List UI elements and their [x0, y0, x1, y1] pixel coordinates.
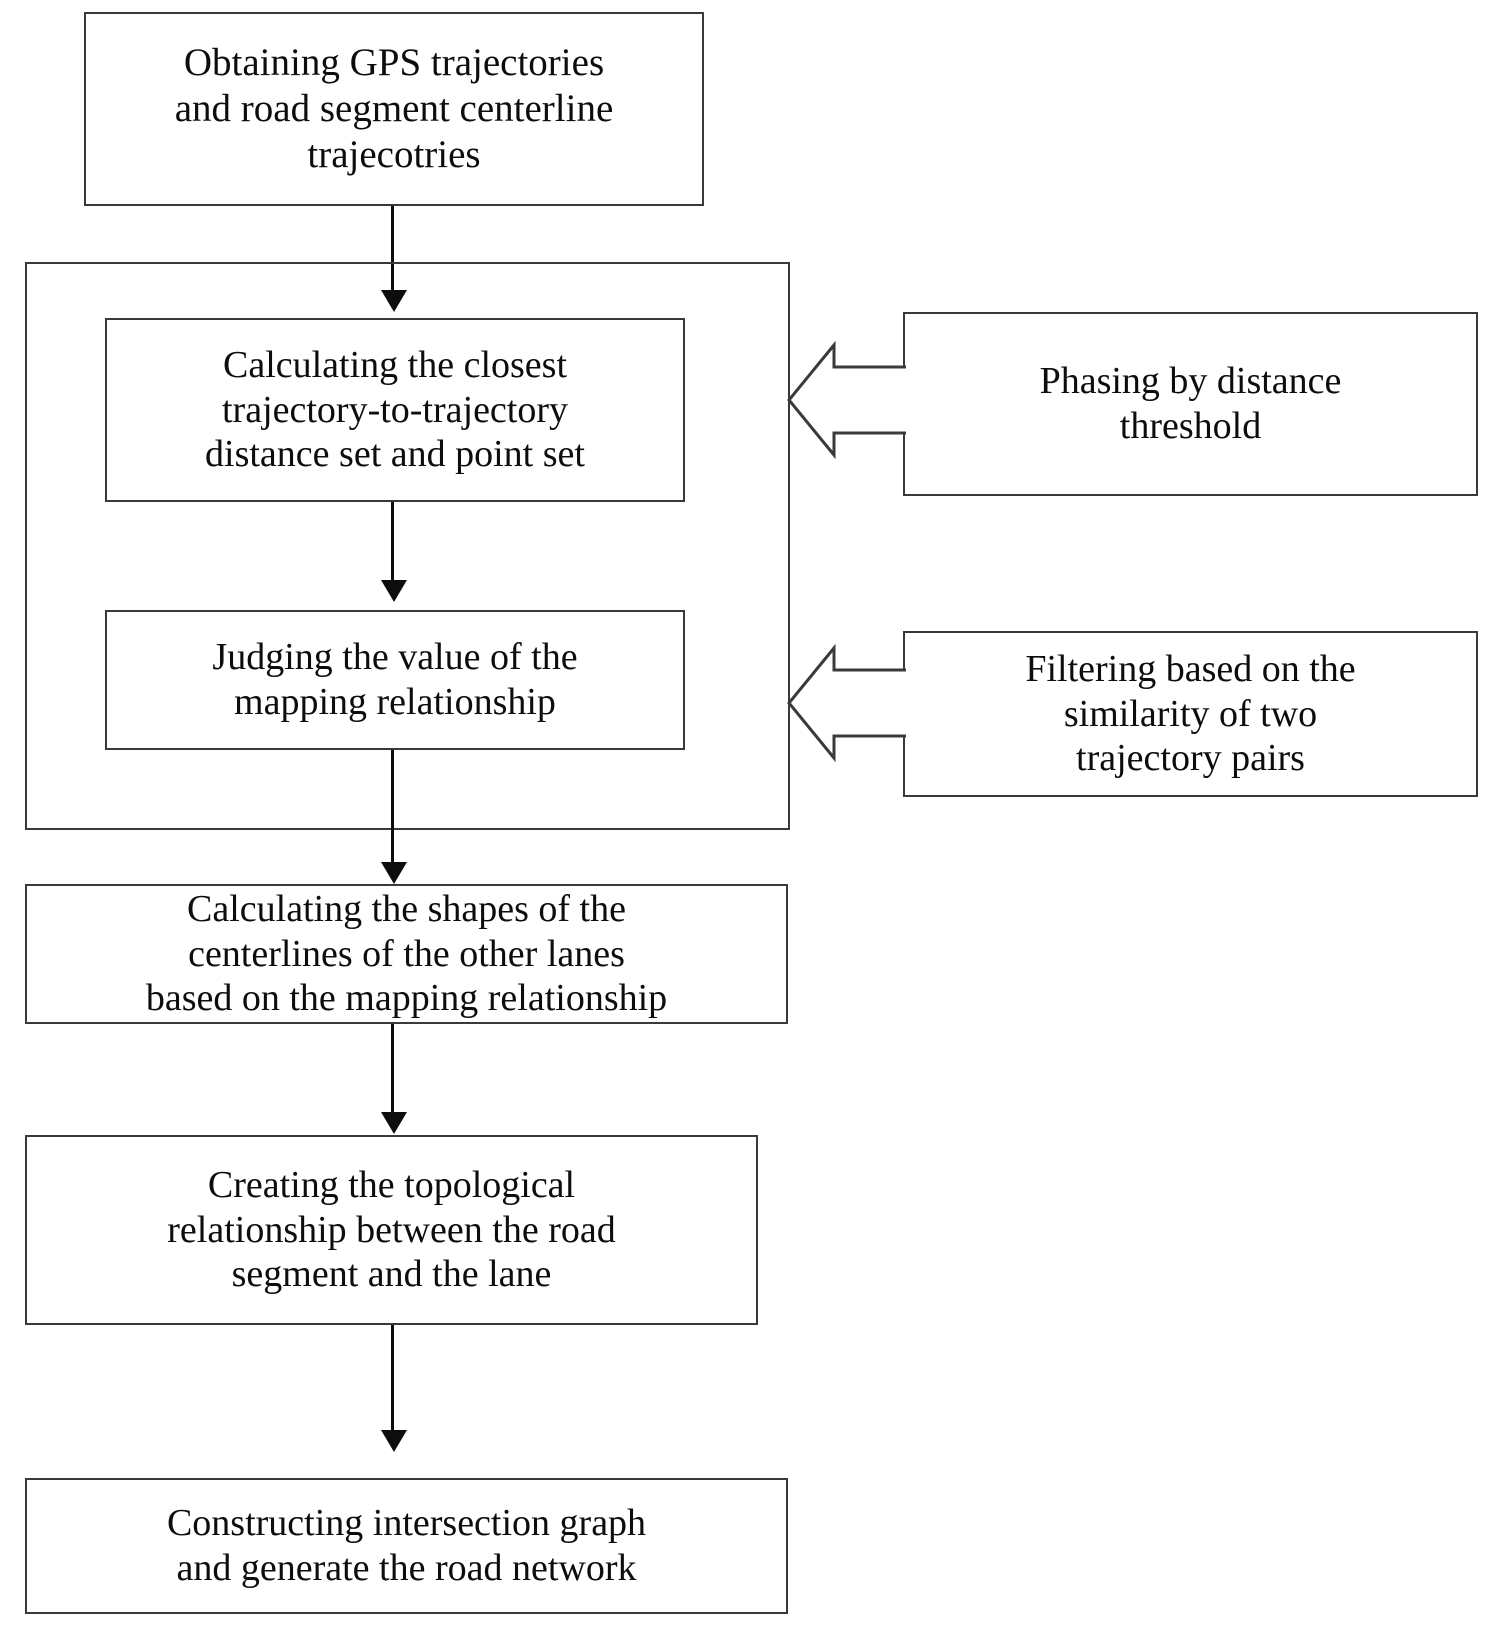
connector-line-judge-to-centerlines [391, 750, 394, 864]
node-create-topology-label: Creating the topological relationship be… [167, 1163, 616, 1296]
arrow-judge-to-centerlines [381, 862, 407, 884]
connector-line-closest-to-judge [391, 502, 394, 590]
arrow-obtain-to-closest [381, 290, 407, 312]
node-obtain-data-label: Obtaining GPS trajectories and road segm… [174, 40, 614, 176]
block-arrow-filtering [786, 643, 906, 763]
node-obtain-data: Obtaining GPS trajectories and road segm… [84, 12, 704, 206]
block-arrow-phasing [786, 340, 906, 460]
arrow-centerlines-to-topology [381, 1112, 407, 1134]
node-calc-centerlines-label: Calculating the shapes of the centerline… [145, 887, 668, 1020]
node-judge-mapping-label: Judging the value of the mapping relatio… [212, 636, 578, 723]
node-construct-network-label: Constructing intersection graph and gene… [166, 1502, 647, 1589]
node-filtering-similarity: Filtering based on the similarity of two… [903, 631, 1478, 797]
node-calc-centerlines: Calculating the shapes of the centerline… [25, 884, 788, 1024]
group-container-mapping-stage [25, 262, 790, 830]
node-phasing-threshold-label: Phasing by distance threshold [1039, 360, 1342, 447]
connector-line-topology-to-network [391, 1325, 394, 1437]
node-phasing-threshold: Phasing by distance threshold [903, 312, 1478, 496]
node-closest-distance: Calculating the closest trajectory-to-tr… [105, 318, 685, 502]
node-judge-mapping: Judging the value of the mapping relatio… [105, 610, 685, 750]
node-closest-distance-label: Calculating the closest trajectory-to-tr… [205, 343, 585, 476]
node-filtering-similarity-label: Filtering based on the similarity of two… [1025, 647, 1356, 780]
arrow-topology-to-network [381, 1430, 407, 1452]
node-create-topology: Creating the topological relationship be… [25, 1135, 758, 1325]
node-construct-network: Constructing intersection graph and gene… [25, 1478, 788, 1614]
arrow-closest-to-judge [381, 580, 407, 602]
connector-line-centerlines-to-topology [391, 1024, 394, 1120]
connector-line-obtain-to-closest [391, 206, 394, 298]
